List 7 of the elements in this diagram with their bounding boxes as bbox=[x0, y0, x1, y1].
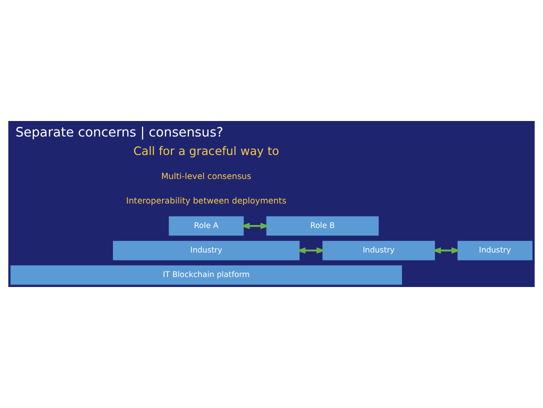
label: Call for a graceful way to bbox=[133, 144, 280, 158]
arrow bbox=[296, 247, 326, 254]
arrow bbox=[432, 247, 461, 254]
arrow bbox=[240, 222, 270, 230]
label: Multi-level consensus bbox=[161, 171, 252, 182]
label: Interoperability between deployments bbox=[126, 196, 286, 206]
diagram-title: Separate concerns | consensus? bbox=[15, 126, 224, 140]
